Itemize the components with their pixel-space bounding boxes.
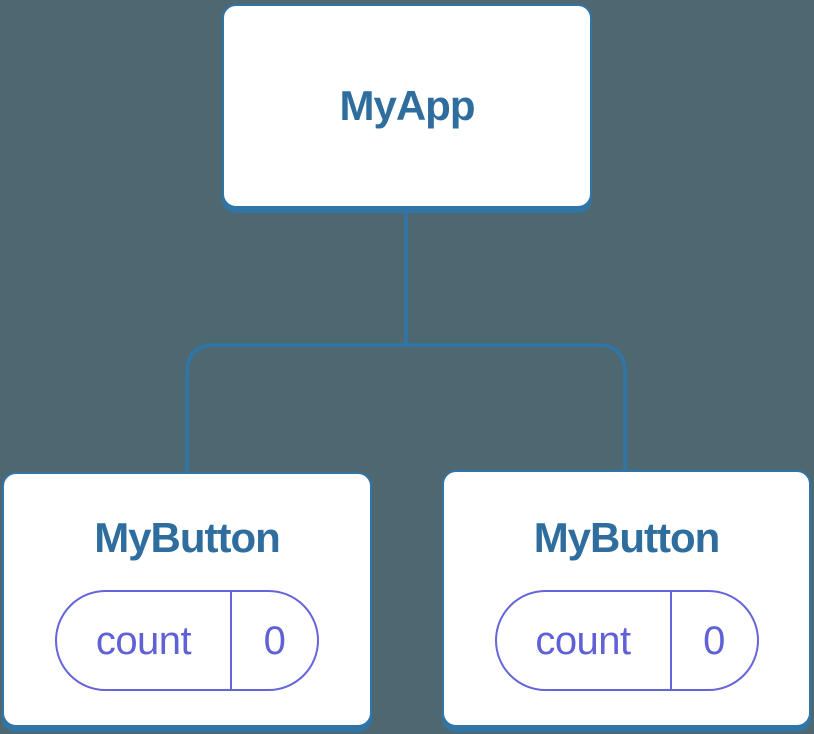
state-pill-left: count 0 xyxy=(55,590,319,691)
node-mybutton-right: MyButton count 0 xyxy=(442,470,811,727)
state-pill-right-key-cell: count xyxy=(497,592,670,689)
state-key-label: count xyxy=(535,618,631,663)
state-pill-right: count 0 xyxy=(494,590,759,691)
node-myapp-label: MyApp xyxy=(339,82,476,129)
node-myapp: MyApp xyxy=(222,4,592,208)
state-value: 0 xyxy=(703,618,725,663)
connector-branch xyxy=(185,343,627,474)
state-value: 0 xyxy=(263,618,286,663)
node-mybutton-left-label: MyButton xyxy=(94,514,281,561)
node-mybutton-left: MyButton count 0 xyxy=(2,472,372,727)
state-pill-left-key-cell: count xyxy=(57,592,230,689)
state-pill-right-value-cell: 0 xyxy=(669,592,757,689)
state-pill-left-value-cell: 0 xyxy=(230,592,317,689)
state-key-label: count xyxy=(95,618,192,663)
node-mybutton-right-label: MyButton xyxy=(533,514,721,561)
